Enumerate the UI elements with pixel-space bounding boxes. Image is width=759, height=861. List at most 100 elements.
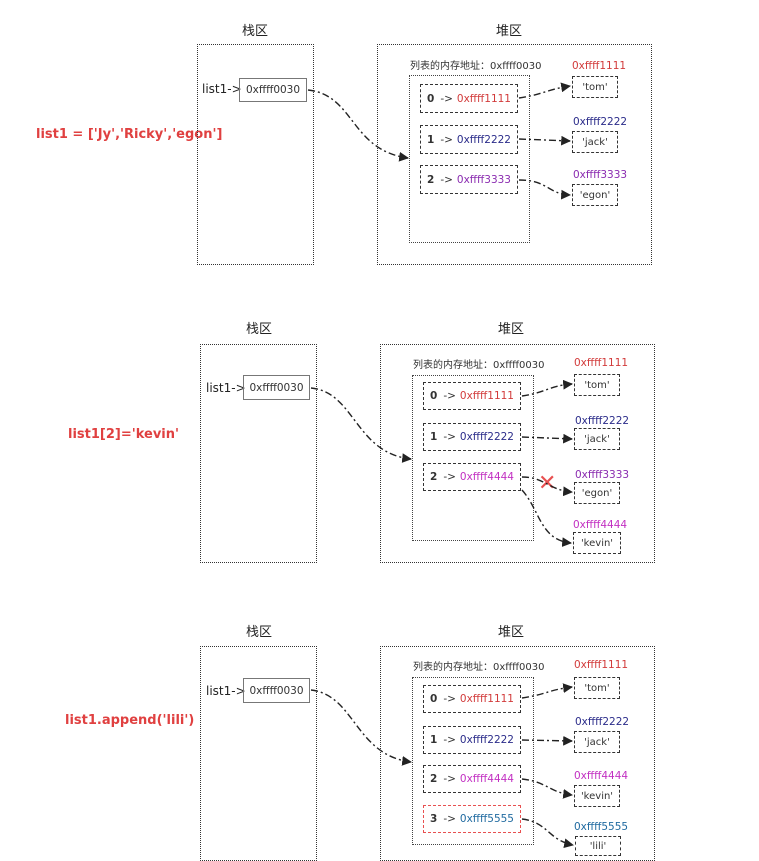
- slot-0-to-tom-arrow: [518, 82, 571, 99]
- value-address: 0xffff1111: [574, 357, 629, 369]
- heap-title: 堆区: [496, 24, 523, 39]
- slot-2-to-egon-arrow: [518, 179, 571, 200]
- slot-2-to-egon-stale-arrow: [521, 476, 573, 497]
- stack-to-list-arrow: [307, 89, 409, 162]
- slot-address: 0xffff2222: [459, 431, 514, 443]
- slot-address: 0xffff2222: [459, 734, 514, 746]
- slot-index: 1: [430, 431, 438, 443]
- slot-index: 0: [427, 92, 435, 105]
- value-address: 0xffff4444: [574, 770, 629, 782]
- slot-address: 0xffff4444: [459, 471, 514, 483]
- code-statement: list1[2]='kevin': [68, 427, 179, 442]
- slot-arrow: ->: [443, 693, 456, 705]
- value-object: 'tom': [574, 677, 620, 699]
- slot-index: 2: [430, 471, 438, 483]
- code-statement: list1 = ['Jy','Ricky','egon']: [36, 127, 223, 142]
- value-address: 0xffff3333: [575, 469, 630, 481]
- slot-index: 2: [427, 173, 435, 186]
- slot-0-to-tom-arrow: [521, 683, 573, 699]
- list-slot-3-appended: 3 ->0xffff5555: [423, 805, 521, 833]
- list-slot-1: 1 ->0xffff2222: [423, 423, 521, 451]
- value-object: 'tom': [572, 76, 618, 98]
- value-object: 'kevin': [573, 532, 621, 554]
- list-object: [409, 75, 530, 243]
- list-address-note: 列表的内存地址：0xffff0030: [413, 360, 545, 371]
- value-address: 0xffff2222: [575, 716, 630, 728]
- stack-address-cell: 0xffff0030: [243, 678, 310, 703]
- stack-title: 栈区: [246, 322, 273, 337]
- list-address-note: 列表的内存地址：0xffff0030: [410, 61, 542, 72]
- stack-to-list-arrow: [310, 689, 412, 766]
- stack-region: [200, 344, 317, 563]
- list-object: [412, 677, 534, 845]
- slot-0-to-tom-arrow: [521, 379, 573, 397]
- stack-address-cell: 0xffff0030: [243, 375, 310, 400]
- slot-index: 1: [427, 133, 435, 146]
- slot-arrow: ->: [440, 133, 453, 146]
- slot-2-to-kevin-arrow: [521, 778, 573, 799]
- heap-region: [380, 344, 655, 563]
- stack-title: 栈区: [246, 625, 273, 640]
- value-object: 'egon': [574, 482, 620, 504]
- value-address: 0xffff1111: [572, 60, 627, 72]
- slot-arrow: ->: [440, 173, 453, 186]
- list-slot-0: 0 ->0xffff1111: [423, 685, 521, 713]
- slot-address: 0xffff1111: [459, 693, 514, 705]
- slot-arrow: ->: [443, 431, 456, 443]
- value-address: 0xffff5555: [574, 821, 629, 833]
- slot-1-to-jack-arrow: [518, 135, 571, 146]
- stack-variable: list1->: [206, 381, 246, 395]
- heap-region: [377, 44, 652, 265]
- slot-1-to-jack-arrow: [521, 433, 573, 444]
- value-object: 'jack': [572, 131, 618, 153]
- slot-address: 0xffff4444: [459, 773, 514, 785]
- list-slot-0: 0 ->0xffff1111: [423, 382, 521, 410]
- value-address: 0xffff4444: [573, 519, 628, 531]
- stack-region: [197, 44, 314, 265]
- slot-index: 1: [430, 734, 438, 746]
- slot-arrow: ->: [443, 734, 456, 746]
- list-slot-2: 2 ->0xffff4444: [423, 765, 521, 793]
- list-slot-2: 2 ->0xffff4444: [423, 463, 521, 491]
- stack-variable: list1->: [202, 82, 242, 96]
- list-slot-1: 1 ->0xffff2222: [420, 125, 518, 154]
- value-address: 0xffff1111: [574, 659, 629, 671]
- value-object: 'jack': [574, 428, 620, 450]
- slot-address: 0xffff3333: [456, 173, 511, 186]
- list-address-note: 列表的内存地址：0xffff0030: [413, 662, 545, 673]
- list-slot-2: 2 ->0xffff3333: [420, 165, 518, 194]
- stack-address-cell: 0xffff0030: [239, 78, 307, 102]
- stack-variable: list1->: [206, 684, 246, 698]
- stack-title: 栈区: [242, 24, 269, 39]
- heap-title: 堆区: [498, 625, 525, 640]
- slot-arrow: ->: [443, 773, 456, 785]
- slot-arrow: ->: [440, 92, 453, 105]
- value-object: 'tom': [574, 374, 620, 396]
- value-object: 'kevin': [574, 785, 620, 807]
- slot-2-to-kevin-arrow: [521, 489, 572, 548]
- slot-address: 0xffff1111: [456, 92, 511, 105]
- code-statement: list1.append('lili'): [65, 713, 195, 728]
- slot-address: 0xffff1111: [459, 390, 514, 402]
- slot-1-to-jack-arrow: [521, 735, 573, 746]
- slot-index: 0: [430, 693, 438, 705]
- slot-index: 2: [430, 773, 438, 785]
- heap-title: 堆区: [498, 322, 525, 337]
- value-address: 0xffff3333: [573, 169, 628, 181]
- slot-address: 0xffff2222: [456, 133, 511, 146]
- slot-index: 3: [430, 813, 438, 825]
- slot-arrow: ->: [443, 471, 456, 483]
- slot-3-to-lili-arrow: [521, 818, 574, 849]
- value-object: 'egon': [572, 184, 618, 206]
- list-object: [412, 375, 534, 541]
- value-address: 0xffff2222: [573, 116, 628, 128]
- slot-arrow: ->: [443, 390, 456, 402]
- slot-index: 0: [430, 390, 438, 402]
- slot-arrow: ->: [443, 813, 456, 825]
- stack-to-list-arrow: [310, 387, 412, 463]
- list-slot-0: 0 ->0xffff1111: [420, 84, 518, 113]
- slot-address: 0xffff5555: [459, 813, 514, 825]
- value-object: 'jack': [574, 731, 620, 753]
- list-slot-1: 1 ->0xffff2222: [423, 726, 521, 754]
